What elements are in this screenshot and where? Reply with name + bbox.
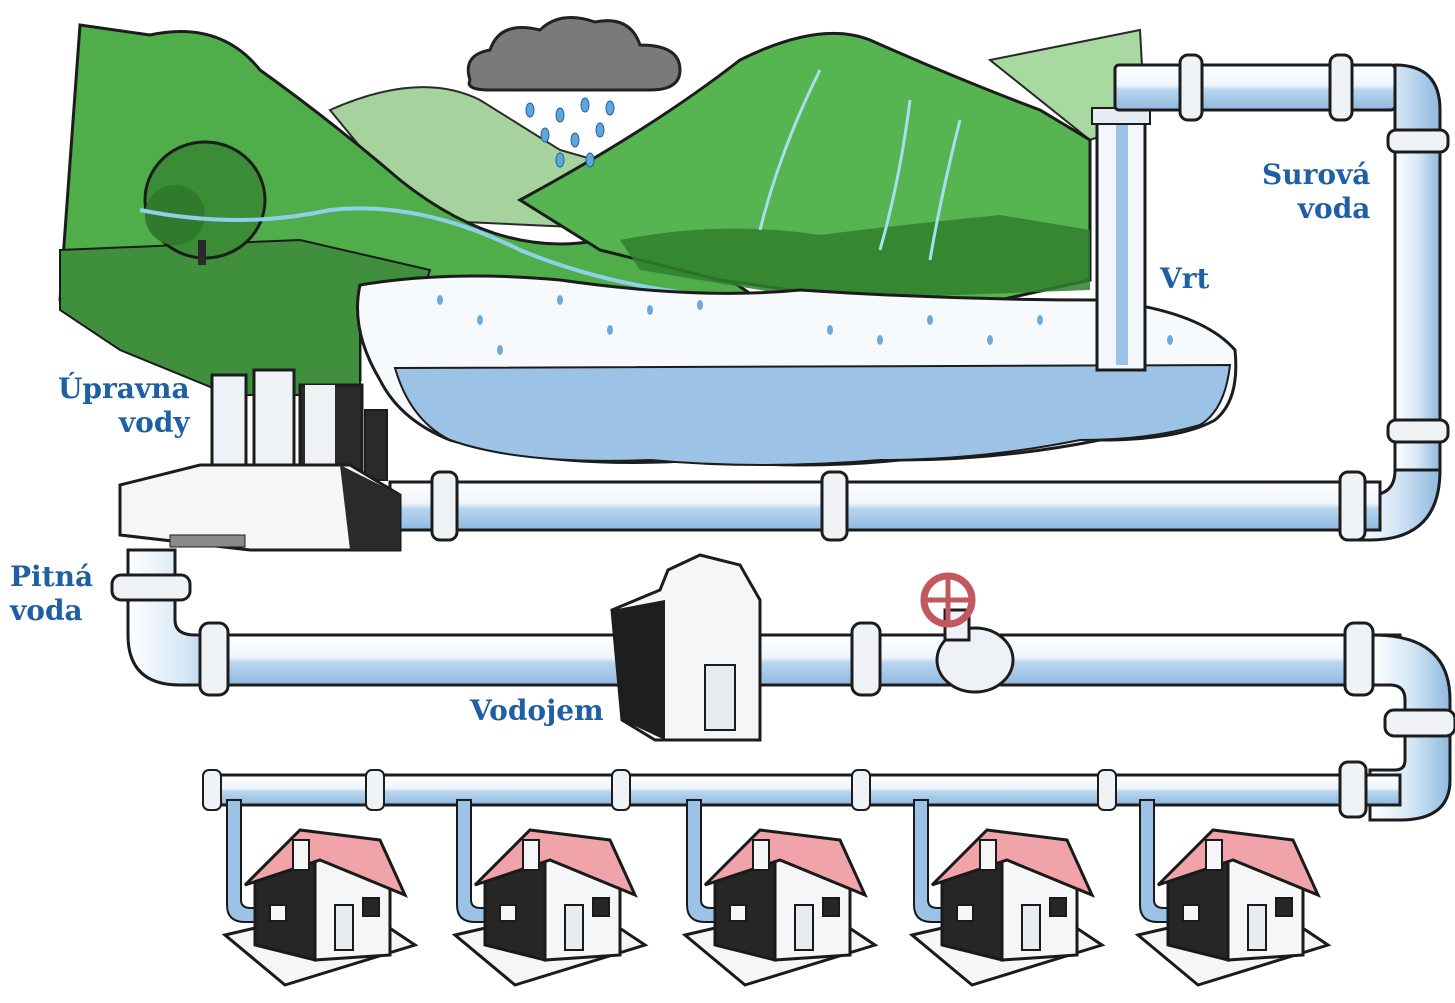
raw-water-pipe: [1115, 55, 1448, 540]
pipe-to-treatment: [390, 472, 1380, 540]
house-1 house-icon: [225, 800, 415, 985]
label-treatment-plant: Úpravna vody: [58, 372, 190, 440]
well-icon: [1092, 108, 1150, 370]
label-drinking-water: Pitná voda: [10, 560, 93, 628]
house-2 house-icon: [455, 800, 645, 985]
house-4 house-icon: [912, 800, 1102, 985]
reservoir-building-icon: [612, 555, 760, 740]
label-reservoir: Vodojem: [470, 694, 604, 728]
distribution-pipe: [203, 762, 1400, 817]
house-3 house-icon: [685, 800, 875, 985]
houses: [225, 800, 1328, 985]
house-5 house-icon: [1138, 800, 1328, 985]
label-raw-water: Surová voda: [1262, 158, 1370, 226]
label-well: Vrt: [1160, 262, 1209, 296]
groundwater: [395, 365, 1230, 465]
